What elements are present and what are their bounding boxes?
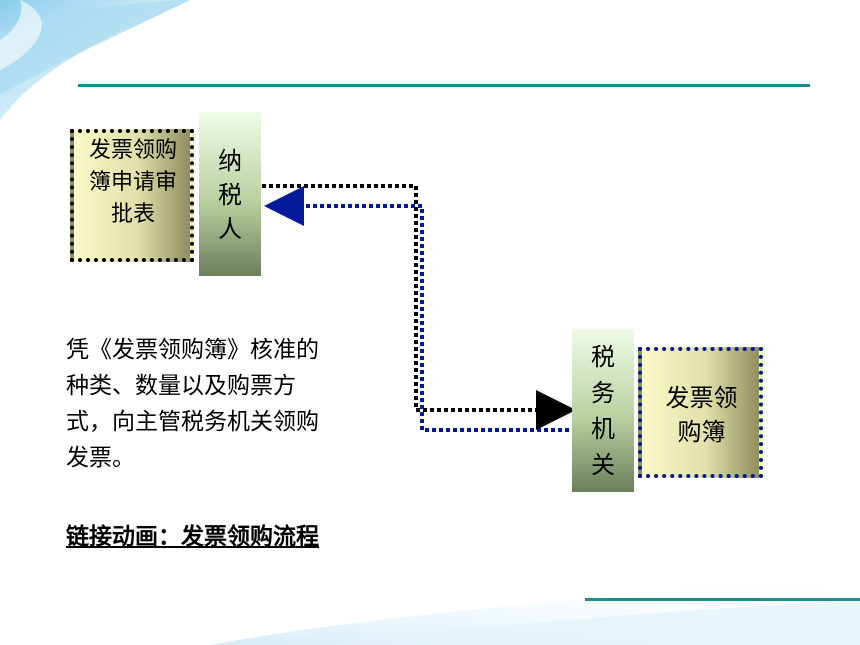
invoice-book-label: 发票领购簿 (665, 384, 738, 446)
taxpayer-label: 纳税人 (218, 147, 242, 243)
taxpayer-box: 纳税人 (199, 112, 261, 276)
description-text: 凭《发票领购簿》核准的种类、数量以及购票方式，向主管税务机关领购发票。 (66, 337, 319, 471)
bottom-divider (585, 598, 860, 601)
tax-authority-box: 税务机关 (572, 329, 634, 492)
top-divider (78, 84, 810, 87)
application-form-label: 发票领购簿申请审批表 (88, 138, 177, 227)
invoice-book-box: 发票领购簿 (638, 347, 763, 478)
tax-authority-label: 税务机关 (591, 343, 615, 479)
issue-arrow (264, 186, 576, 432)
application-form-box: 发票领购簿申请审批表 (70, 129, 194, 262)
request-arrow (262, 184, 576, 430)
animation-link[interactable]: 链接动画：发票领购流程 (66, 524, 319, 550)
